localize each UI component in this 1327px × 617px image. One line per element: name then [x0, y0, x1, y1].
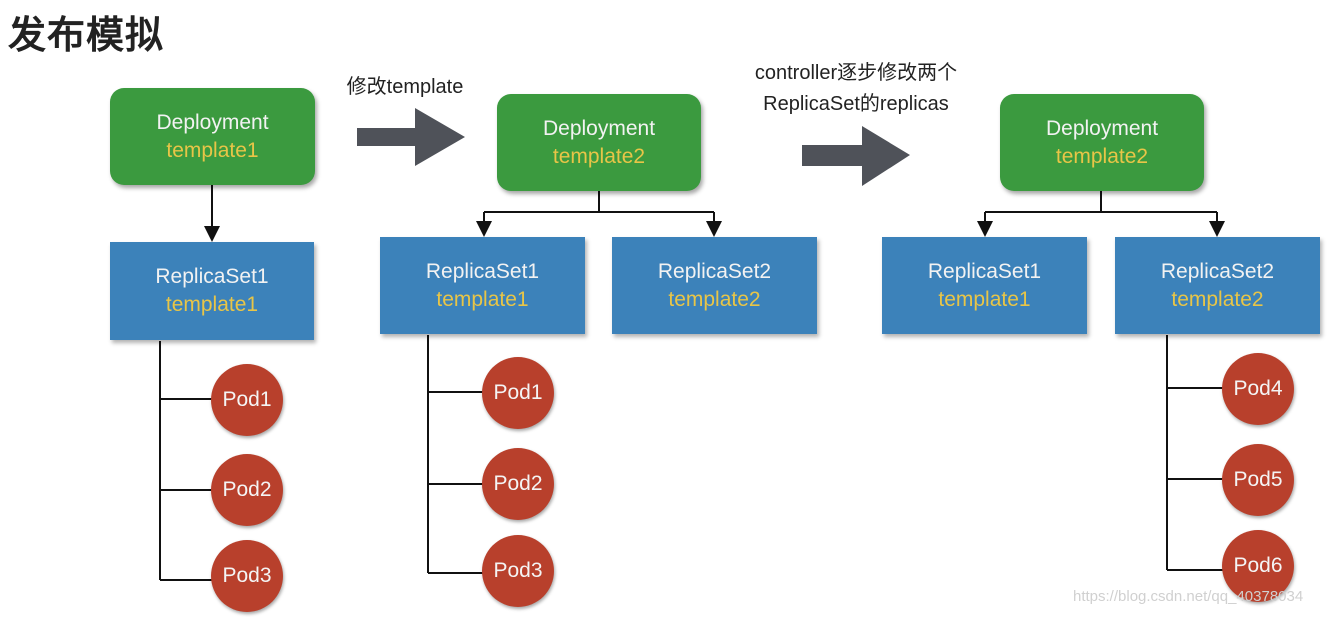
transition-arrow-2 — [802, 126, 910, 186]
stage1-pod1: Pod1 — [211, 364, 283, 436]
replicaset-label: ReplicaSet2 — [657, 259, 772, 283]
stage2-replicaset1: ReplicaSet1 template1 — [380, 237, 585, 334]
template-label: template2 — [552, 144, 646, 168]
page-title: 发布模拟 — [8, 13, 165, 57]
stage3-deployment: Deployment template2 — [1000, 94, 1204, 191]
deployment-label: Deployment — [542, 116, 656, 140]
stage3-replicaset2: ReplicaSet2 template2 — [1115, 237, 1320, 334]
stage3-pod5: Pod5 — [1222, 444, 1294, 516]
step2-note-line1: controller逐步修改两个 — [754, 62, 958, 84]
deployment-label: Deployment — [156, 110, 269, 134]
transition-arrow-1 — [357, 108, 465, 166]
template-label: template1 — [166, 138, 259, 162]
step2-note-line2: ReplicaSet的replicas — [763, 93, 949, 115]
stage1-replicaset1: ReplicaSet1 template1 — [110, 242, 314, 340]
template-label: template2 — [668, 287, 761, 311]
replicaset-label: ReplicaSet1 — [425, 259, 540, 283]
stage3-replicaset1: ReplicaSet1 template1 — [882, 237, 1087, 334]
replicaset-label: ReplicaSet2 — [1160, 259, 1275, 283]
step1-note: 修改template — [346, 76, 464, 98]
stage2-pod2: Pod2 — [482, 448, 554, 520]
stage3-pod6: Pod6 — [1222, 530, 1294, 602]
replicaset-label: ReplicaSet1 — [927, 259, 1042, 283]
stage1-pod3: Pod3 — [211, 540, 283, 612]
stage2-pod1: Pod1 — [482, 357, 554, 429]
stage3-pod4: Pod4 — [1222, 353, 1294, 425]
stage2-replicaset2: ReplicaSet2 template2 — [612, 237, 817, 334]
stage1-pod2: Pod2 — [211, 454, 283, 526]
stage1-deployment: Deployment template1 — [110, 88, 315, 185]
replicaset-label: ReplicaSet1 — [155, 265, 269, 288]
stage2-deployment: Deployment template2 — [497, 94, 701, 191]
template-label: template1 — [436, 287, 529, 311]
stage2-pod3: Pod3 — [482, 535, 554, 607]
template-label: template2 — [1055, 144, 1149, 168]
deployment-label: Deployment — [1045, 116, 1159, 140]
watermark: https://blog.csdn.net/qq_40378034 — [1073, 588, 1304, 605]
template-label: template1 — [938, 287, 1031, 311]
template-label: template1 — [165, 293, 259, 316]
template-label: template2 — [1171, 287, 1264, 311]
